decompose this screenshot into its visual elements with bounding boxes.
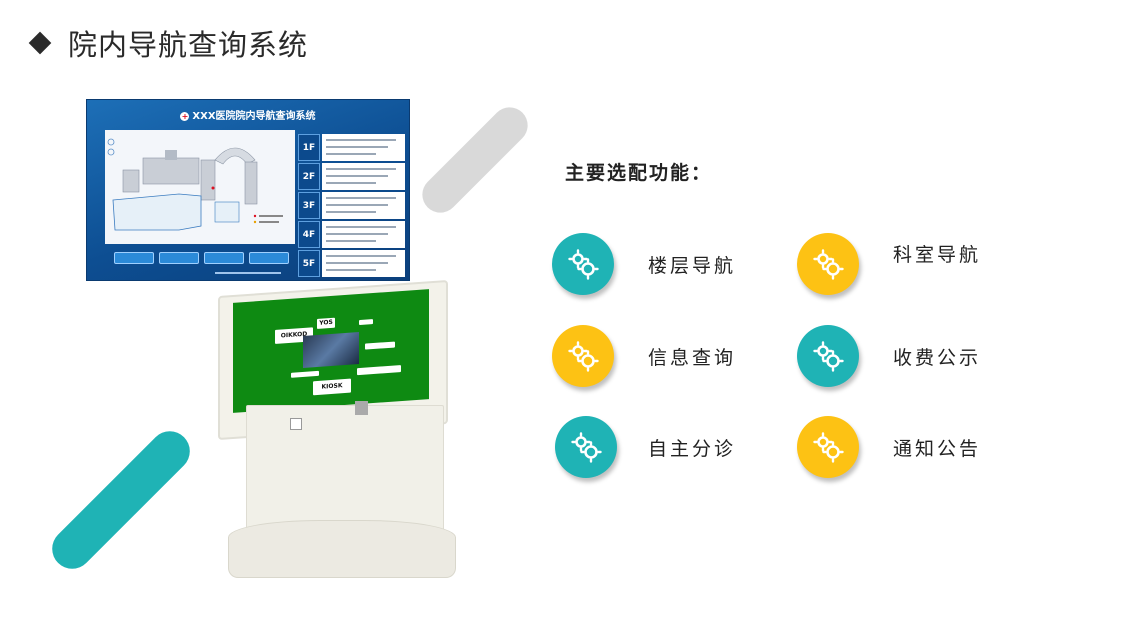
feature-floor-navigation: 楼层导航 (552, 233, 736, 295)
diamond-bullet-icon (28, 31, 52, 55)
feature-notice-board: 通知公告 (797, 416, 981, 478)
monitor-button (159, 252, 199, 264)
floor-label: 1F (298, 134, 320, 161)
feature-circle (552, 233, 614, 295)
floor-info (322, 134, 405, 161)
kiosk-body (246, 405, 444, 539)
gears-icon (813, 249, 844, 280)
feature-information-query: 信息查询 (552, 325, 736, 387)
floor-map-icon (107, 138, 283, 231)
floor-label: 2F (298, 163, 320, 190)
gears-icon (568, 249, 599, 280)
floor-row: 1F (298, 134, 405, 161)
feature-circle (797, 416, 859, 478)
kiosk-photo (303, 332, 359, 368)
kiosk-card-reader (290, 418, 302, 430)
kiosk-screen-image: OIKKOD YOS KIOSK (233, 289, 429, 413)
gears-icon (813, 432, 844, 463)
floor-row: 3F (298, 192, 405, 219)
kiosk-card (365, 341, 395, 350)
floor-info (322, 163, 405, 190)
floor-list: 1F 2F 3F 4F 5F (298, 134, 405, 279)
feature-fee-disclosure: 收费公示 (797, 325, 981, 387)
monitor-date-line (215, 272, 281, 274)
page-title: 院内导航查询系统 (28, 22, 308, 64)
floor-label: 3F (298, 192, 320, 219)
floor-info (322, 192, 405, 219)
gears-icon (571, 432, 602, 463)
features-heading: 主要选配功能： (565, 162, 713, 184)
floor-row: 2F (298, 163, 405, 190)
kiosk-card (357, 365, 401, 376)
feature-label: 科室导航 (893, 243, 982, 266)
feature-department-navigation: 科室导航 (797, 233, 981, 295)
kiosk-card: YOS (317, 317, 335, 329)
monitor-title-text: XXX医院院内导航查询系统 (192, 111, 316, 122)
monitor-button (114, 252, 154, 264)
feature-circle (797, 233, 859, 295)
decorative-grey-bar (414, 99, 536, 221)
monitor-title: +XXX医院院内导航查询系统 (87, 107, 409, 122)
floor-row: 4F (298, 221, 405, 248)
feature-self-triage: 自主分诊 (555, 416, 736, 478)
feature-circle (552, 325, 614, 387)
feature-label: 楼层导航 (648, 254, 737, 277)
feature-label: 收费公示 (893, 346, 982, 369)
monitor-button-bar (114, 252, 289, 264)
floor-row: 5F (298, 250, 405, 277)
gears-icon (813, 341, 844, 372)
hospital-cross-icon: + (180, 112, 190, 121)
floor-info (322, 221, 405, 248)
page-title-text: 院内导航查询系统 (68, 28, 309, 62)
monitor-button (249, 252, 289, 264)
feature-circle (797, 325, 859, 387)
floor-info (322, 250, 405, 277)
kiosk-scanner (355, 401, 368, 415)
decorative-teal-bar (43, 422, 199, 578)
kiosk-base (228, 520, 456, 578)
feature-label: 信息查询 (648, 346, 737, 369)
monitor-button (204, 252, 244, 264)
monitor-screen-image: +XXX医院院内导航查询系统 1F 2F (86, 99, 410, 281)
feature-label: 自主分诊 (648, 437, 737, 460)
feature-label: 通知公告 (893, 437, 982, 460)
kiosk-card: KIOSK (313, 378, 351, 396)
floor-label: 5F (298, 250, 320, 277)
monitor-map-panel (105, 130, 295, 244)
kiosk-card (291, 370, 319, 378)
feature-circle (555, 416, 617, 478)
floor-label: 4F (298, 221, 320, 248)
kiosk-card (359, 319, 373, 326)
gears-icon (568, 341, 599, 372)
